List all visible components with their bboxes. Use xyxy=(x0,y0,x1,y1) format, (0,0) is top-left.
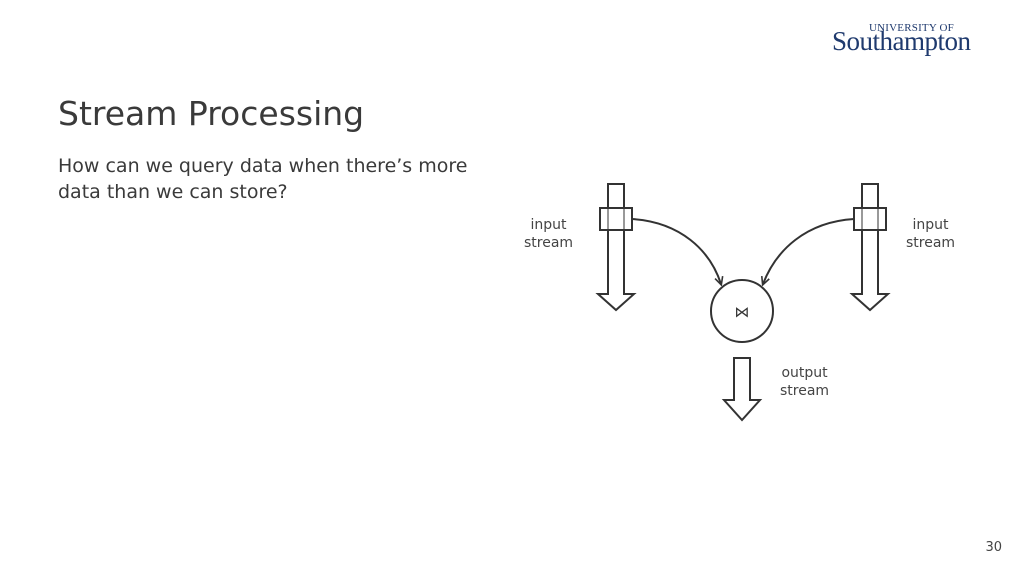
join-symbol: ⋈ xyxy=(735,303,750,321)
left-window-box xyxy=(599,207,633,231)
right-input-label: input stream xyxy=(906,216,955,252)
right-input-stream-arrow xyxy=(849,183,891,312)
right-input-label-line1: input xyxy=(912,217,949,233)
body-text: How can we query data when there’s more … xyxy=(58,155,468,203)
logo-main-text: Southampton xyxy=(832,26,971,56)
left-input-label-line1: input xyxy=(530,217,567,233)
output-label-line1: output xyxy=(781,365,828,381)
slide-title: Stream Processing xyxy=(58,94,365,133)
join-operator-circle xyxy=(710,279,774,343)
logo-top-text: UNIVERSITY OF xyxy=(869,22,954,34)
page-number: 30 xyxy=(985,540,1002,555)
right-connector-arrow xyxy=(763,218,855,284)
left-input-stream-arrow xyxy=(595,183,637,312)
right-input-label-line2: stream xyxy=(906,235,956,251)
left-input-label-line2: stream xyxy=(524,235,574,251)
stream-join-diagram: ⋈ input stream input stream output strea… xyxy=(500,170,1000,440)
right-window-box xyxy=(853,207,887,231)
diagram-svg: ⋈ xyxy=(595,183,891,422)
university-logo: UNIVERSITY OF Southampton xyxy=(832,20,992,60)
output-label: output stream xyxy=(780,364,829,400)
output-label-line2: stream xyxy=(780,383,830,399)
left-connector-arrow xyxy=(631,218,721,284)
left-input-label: input stream xyxy=(524,216,573,252)
output-stream-arrow xyxy=(721,357,763,422)
